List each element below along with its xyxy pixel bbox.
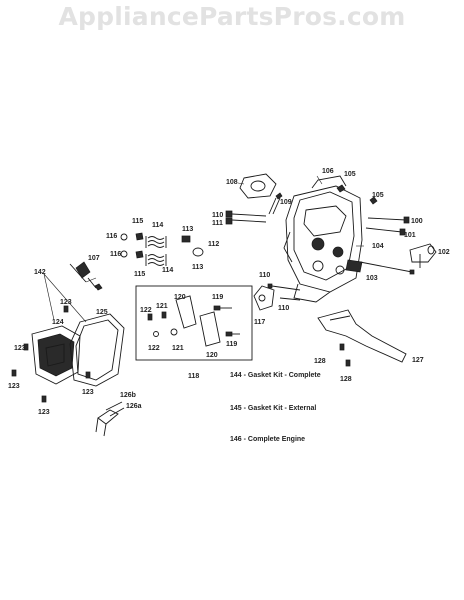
label-125: 125 xyxy=(96,309,108,316)
bolts-123[interactable] xyxy=(11,305,91,403)
rocker-117[interactable] xyxy=(253,283,301,311)
label-114: 114 xyxy=(152,222,163,229)
leader-lines xyxy=(43,175,364,323)
label-115: 115 xyxy=(132,218,143,225)
label-105: 105 xyxy=(344,171,356,178)
kit-notes: 144 - Gasket Kit - Complete 145 - Gasket… xyxy=(230,372,321,443)
label-142: 142 xyxy=(34,269,46,276)
label-113: 113 xyxy=(192,264,203,271)
label-106: 106 xyxy=(322,168,334,175)
label-123: 123 xyxy=(14,345,26,352)
label-119: 119 xyxy=(226,341,237,348)
label-128: 128 xyxy=(340,376,352,383)
label-123: 123 xyxy=(8,383,20,390)
label-103: 103 xyxy=(366,275,378,282)
label-127: 127 xyxy=(412,357,424,364)
breather-hose-126[interactable] xyxy=(95,401,125,437)
label-119: 119 xyxy=(212,294,223,301)
bracket-127[interactable] xyxy=(317,309,407,367)
label-104: 104 xyxy=(372,243,384,250)
label-123: 123 xyxy=(38,409,50,416)
gasket-125[interactable] xyxy=(69,313,125,387)
gasket-plate-108[interactable] xyxy=(239,173,277,199)
cylinder-head[interactable] xyxy=(283,175,363,303)
label-122: 122 xyxy=(140,307,152,314)
label-123: 123 xyxy=(82,389,94,396)
label-116: 116 xyxy=(110,251,121,258)
label-114: 114 xyxy=(162,267,173,274)
studs-100-101[interactable] xyxy=(365,216,410,236)
label-112: 112 xyxy=(208,241,219,248)
label-126b: 126b xyxy=(120,392,136,399)
stud-103[interactable] xyxy=(359,261,415,275)
label-120: 120 xyxy=(174,294,186,301)
label-126a: 126a xyxy=(126,403,142,410)
label-100: 100 xyxy=(411,218,423,225)
label-123: 123 xyxy=(60,299,72,306)
bolts-110-111[interactable] xyxy=(225,210,267,225)
label-117: 117 xyxy=(254,319,265,326)
valve-springs-lower[interactable] xyxy=(120,247,204,266)
label-113: 113 xyxy=(182,226,193,233)
label-105: 105 xyxy=(372,192,384,199)
bolts-105[interactable] xyxy=(336,184,378,205)
label-128: 128 xyxy=(314,358,326,365)
label-120: 120 xyxy=(206,352,218,359)
label-108: 108 xyxy=(226,179,238,186)
label-110: 110 xyxy=(278,305,289,312)
label-109: 109 xyxy=(280,199,292,206)
valve-springs-upper[interactable] xyxy=(120,232,191,248)
label-121: 121 xyxy=(156,303,168,310)
note-complete-engine: 146 - Complete Engine xyxy=(230,436,305,443)
note-gasket-kit-external: 145 - Gasket Kit - External xyxy=(230,405,316,412)
label-102: 102 xyxy=(438,249,450,256)
part-labels: 106 105 105 108 109 110 111 100 101 104 … xyxy=(8,168,450,416)
label-124: 124 xyxy=(52,319,64,326)
studs-109[interactable] xyxy=(268,192,283,215)
label-101: 101 xyxy=(404,232,416,239)
spark-plug-107[interactable] xyxy=(69,261,103,291)
valve-cover-124[interactable] xyxy=(31,325,81,385)
label-116: 116 xyxy=(106,233,117,240)
label-110: 110 xyxy=(212,212,223,219)
label-118: 118 xyxy=(188,373,199,380)
label-111: 111 xyxy=(212,220,223,227)
parts-box-118[interactable] xyxy=(135,285,253,361)
label-107: 107 xyxy=(88,255,100,262)
label-122: 122 xyxy=(148,345,160,352)
note-gasket-kit-complete: 144 - Gasket Kit - Complete xyxy=(230,372,321,379)
label-121: 121 xyxy=(172,345,184,352)
fitting-102[interactable] xyxy=(409,243,437,268)
label-115: 115 xyxy=(134,271,145,278)
label-110: 110 xyxy=(259,272,270,279)
watermark: AppliancePartsPros.com xyxy=(58,2,406,31)
